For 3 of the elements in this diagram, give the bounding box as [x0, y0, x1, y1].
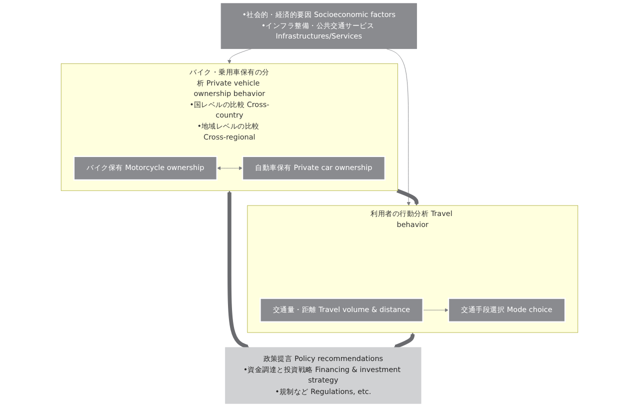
arrow	[228, 190, 250, 349]
arrow	[394, 332, 415, 349]
arrow	[396, 188, 419, 206]
